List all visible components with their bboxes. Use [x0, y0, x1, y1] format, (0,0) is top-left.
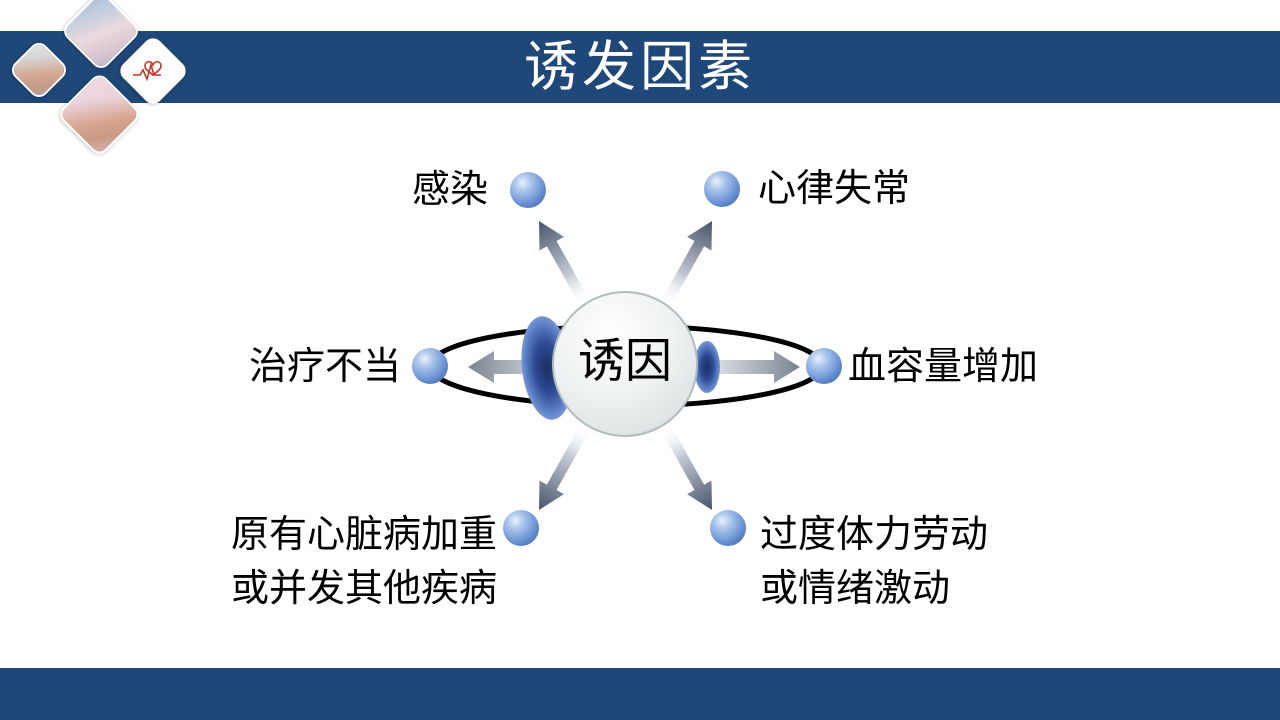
right-lens-disk — [694, 341, 720, 393]
header-bar — [0, 31, 1280, 103]
factor-label-improper-treatment: 治疗不当 — [249, 346, 402, 388]
center-sphere-label: 诱因 — [578, 336, 672, 388]
node-sphere-bottom-right — [710, 510, 746, 546]
arrow-down-right-icon — [661, 425, 713, 510]
arrow-up-right-icon — [661, 221, 713, 306]
node-sphere-top-right — [704, 171, 740, 207]
arrow-right-icon — [710, 351, 800, 383]
slide-title: 诱发因素 — [524, 37, 756, 97]
node-sphere-right — [806, 348, 842, 384]
arrow-up-left-icon — [538, 221, 590, 306]
footer-bar — [0, 668, 1280, 720]
factor-label-infection: 感染 — [412, 169, 489, 211]
node-sphere-bottom-left — [503, 510, 539, 546]
factor-label-arrhythmia: 心律失常 — [758, 168, 911, 210]
hands-heart-ecg-photo — [116, 34, 190, 108]
node-sphere-top-left — [510, 172, 546, 208]
arrow-left-icon — [468, 351, 558, 383]
heart-ecg-icon — [133, 60, 162, 82]
arrow-down-left-icon — [538, 425, 590, 510]
factor-label-overexertion: 过度体力劳动 或情绪激动 — [760, 514, 989, 610]
center-sphere — [552, 291, 698, 437]
factor-label-heart-disease-worsening: 原有心脏病加重 或并发其他疾病 — [231, 514, 498, 610]
node-sphere-left — [412, 348, 448, 384]
factor-label-blood-volume: 血容量增加 — [848, 346, 1039, 388]
